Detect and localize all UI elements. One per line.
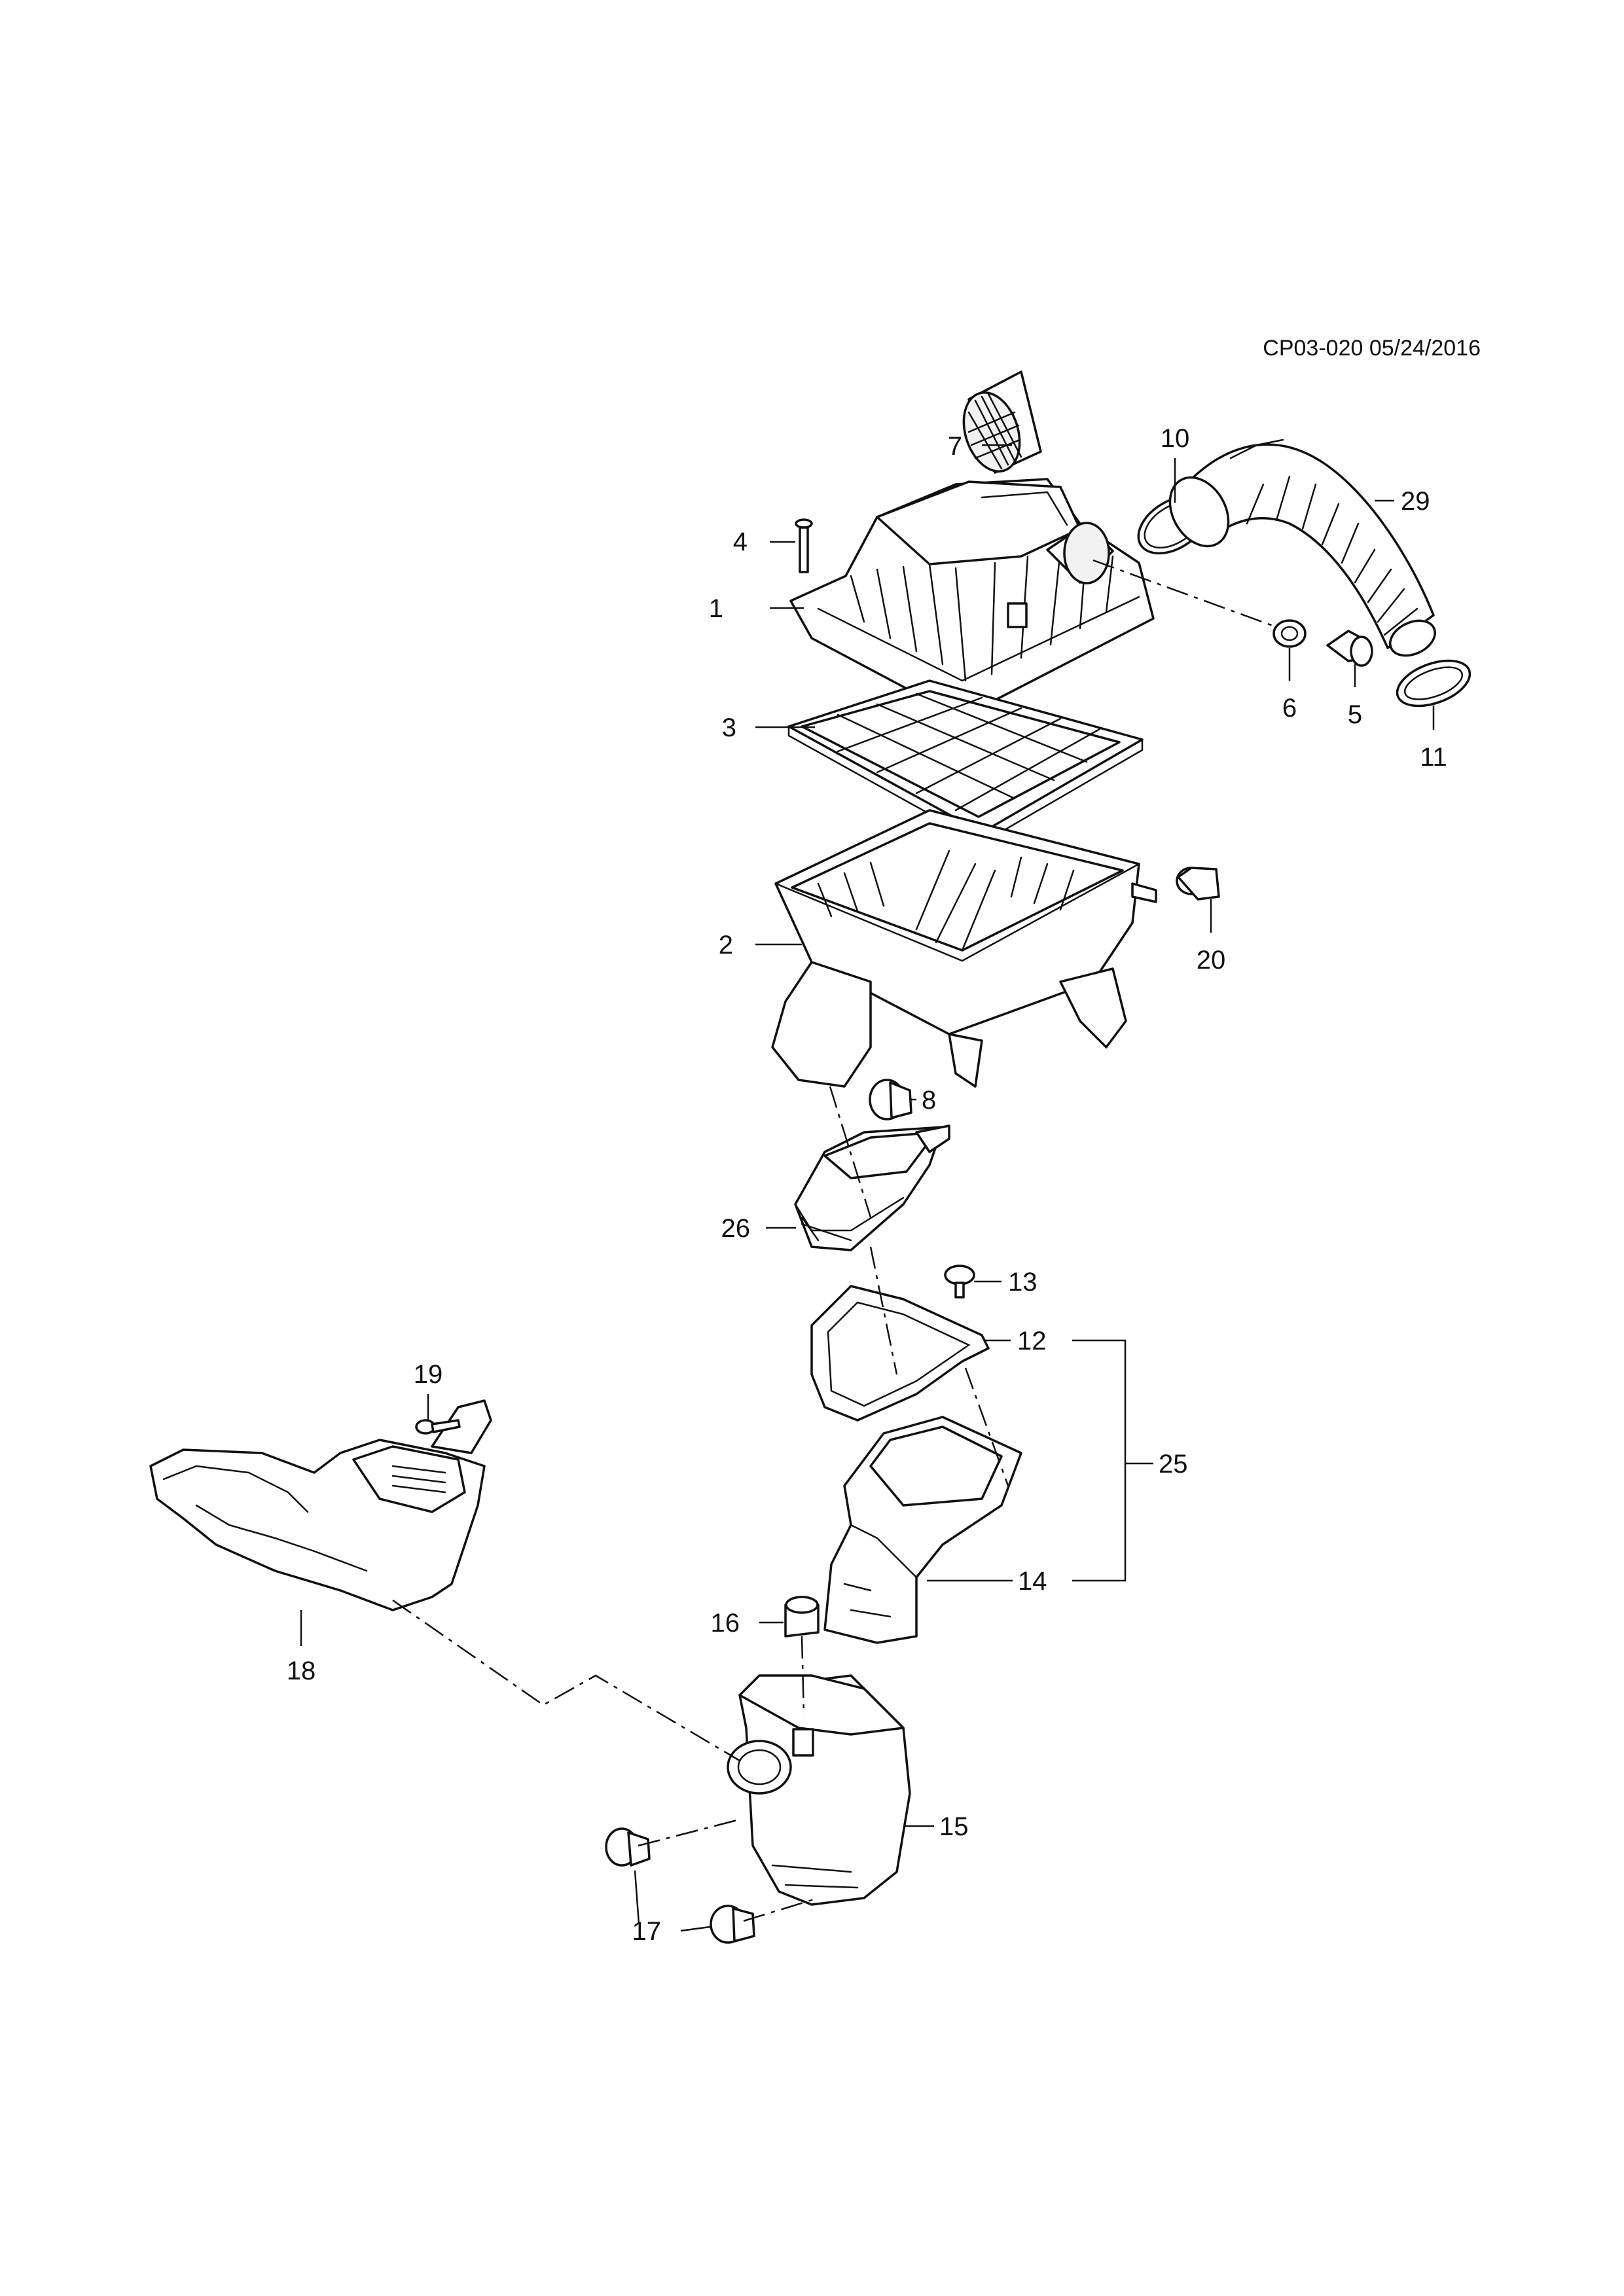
part-26-duct [794,1124,950,1251]
callout-labels: 7 4 1 3 2 10 29 6 5 11 20 8 26 13 12 25 … [287,424,1447,1946]
part-14-duct [823,1416,1022,1644]
part-6-grommet [1272,619,1307,648]
callout-19: 19 [414,1360,443,1389]
callout-8: 8 [922,1086,936,1115]
callout-7: 7 [948,432,962,461]
callout-3: 3 [722,713,736,742]
callout-26: 26 [721,1214,751,1243]
callout-14: 14 [1018,1567,1047,1596]
part-1-cover [789,478,1155,725]
callout-20: 20 [1197,946,1226,975]
callout-18: 18 [287,1657,316,1685]
part-17-grommets [605,1827,755,1944]
part-11-clamp [1396,659,1471,708]
callout-4: 4 [733,528,748,556]
callout-5: 5 [1348,700,1362,729]
callout-17: 17 [632,1917,662,1946]
callout-25: 25 [1159,1450,1188,1479]
callout-11: 11 [1420,743,1447,772]
part-29-hose [1168,439,1436,657]
part-13-clip [944,1265,975,1299]
callout-29: 29 [1401,487,1430,516]
part-4-screw [795,518,813,573]
part-15-resonator [727,1674,911,1906]
callout-10: 10 [1161,424,1190,453]
callout-13: 13 [1008,1268,1038,1297]
part-19-screw [415,1419,461,1435]
part-20-grommet [1176,867,1220,901]
part-7-sensor [962,370,1042,474]
part-16-grommet [784,1596,820,1638]
callout-1: 1 [709,594,723,623]
part-2-housing [771,809,1157,1088]
part-5-sensor [1326,630,1373,667]
part-18-snorkel [149,1399,492,1611]
callout-6: 6 [1282,694,1297,723]
callout-12: 12 [1017,1327,1047,1355]
callout-15: 15 [939,1812,969,1841]
callout-2: 2 [719,931,733,960]
diagram-code: CP03-020 05/24/2016 [1263,336,1481,361]
callout-16: 16 [711,1609,740,1638]
assembly-lines [392,559,1277,1922]
part-12-gasket [810,1285,990,1422]
part-8-grommet [869,1079,912,1121]
leader-lines [300,444,1435,1932]
part-3-filter [787,679,1144,844]
